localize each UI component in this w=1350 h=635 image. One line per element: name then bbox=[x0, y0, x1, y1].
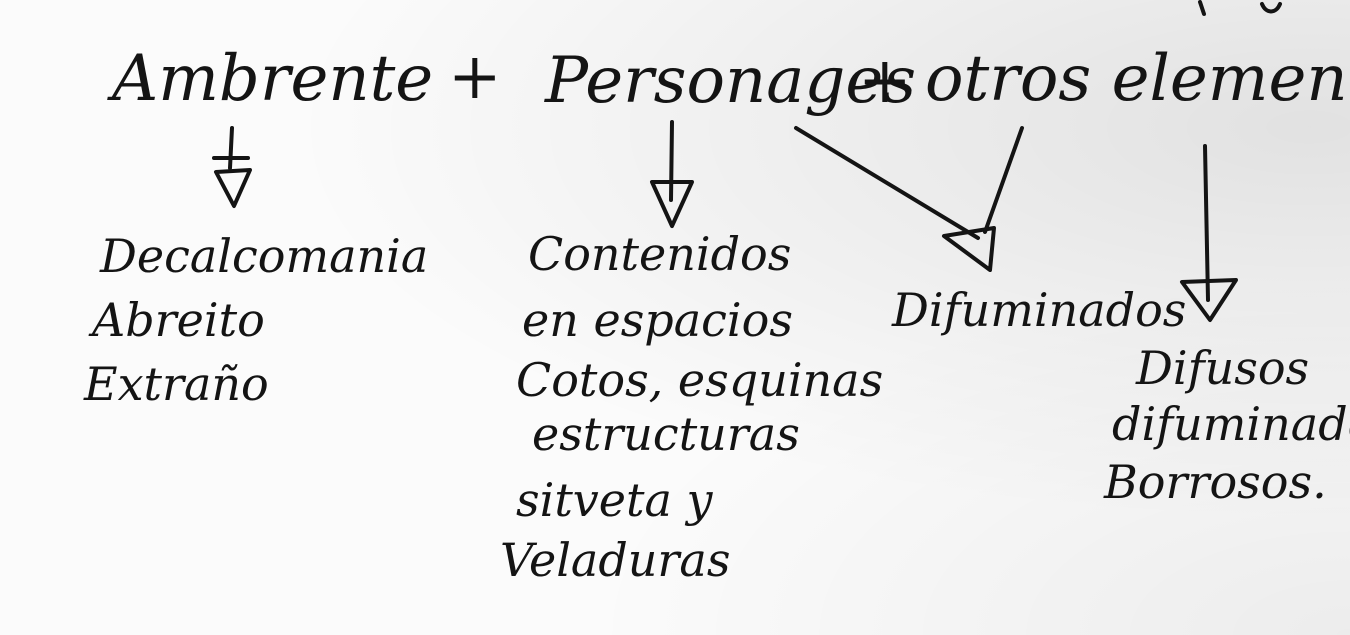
list-item: Difuminados bbox=[891, 283, 1186, 337]
list-item: en espacios bbox=[522, 293, 793, 347]
header-plus: + bbox=[858, 44, 912, 118]
list-item: sitveta y bbox=[516, 473, 714, 527]
header-personajes: Personages bbox=[544, 44, 916, 118]
column-otros-elementos: Difusos difuminados Borrosos. bbox=[1103, 341, 1350, 509]
edge-mark bbox=[1198, 0, 1206, 16]
list-item: Cotos, esquinas bbox=[516, 353, 883, 407]
edge-mark bbox=[1260, 2, 1282, 14]
header-otros-elementos: otros elementos bbox=[925, 42, 1350, 116]
column-difuminados: Difuminados bbox=[891, 283, 1186, 337]
header-ambiente: Ambrente bbox=[107, 42, 433, 116]
list-item: Decalcomania bbox=[99, 229, 428, 283]
arrow-personajes bbox=[650, 120, 694, 228]
column-personajes: Contenidos en espacios Cotos, esquinas e… bbox=[500, 227, 883, 587]
list-item: Veladuras bbox=[500, 533, 730, 587]
list-item: Extraño bbox=[83, 357, 269, 411]
list-item: estructuras bbox=[532, 407, 800, 461]
list-item: Abreito bbox=[88, 293, 265, 347]
list-item: Borrosos. bbox=[1103, 455, 1327, 509]
list-item: difuminados bbox=[1112, 397, 1350, 451]
arrow-difuminados bbox=[794, 126, 1024, 272]
list-item: Difusos bbox=[1135, 341, 1309, 395]
list-item: Contenidos bbox=[528, 227, 791, 281]
arrow-ambiente bbox=[212, 126, 252, 208]
column-ambiente: Decalcomania Abreito Extraño bbox=[83, 229, 428, 411]
header-plus: + bbox=[448, 40, 502, 114]
arrow-otros-elementos bbox=[1180, 144, 1238, 322]
